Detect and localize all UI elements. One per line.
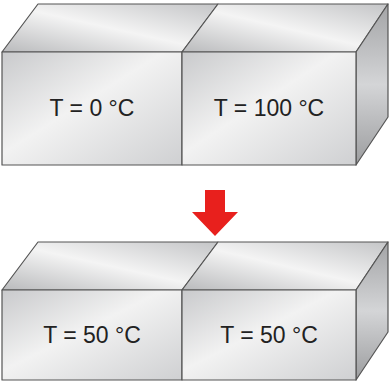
- block-top-face: [182, 4, 388, 52]
- block-front-face: [2, 290, 182, 380]
- block-front-face: [182, 290, 356, 380]
- metal-block: T = 50 °C: [2, 290, 182, 380]
- block-front-face: [182, 52, 356, 165]
- block-top-face: [2, 242, 218, 290]
- process-arrow: [192, 190, 238, 236]
- block-side-face: [356, 4, 388, 165]
- metal-block: T = 100 °C: [182, 52, 356, 165]
- block-top-face: [2, 4, 218, 52]
- temperature-label: T = 0 °C: [50, 95, 135, 122]
- metal-block: T = 0 °C: [2, 52, 182, 165]
- temperature-label: T = 50 °C: [43, 322, 141, 349]
- block-side-face: [356, 242, 388, 380]
- block-top-face: [182, 242, 388, 290]
- temperature-label: T = 100 °C: [214, 95, 324, 122]
- block-front-face: [2, 52, 182, 165]
- temperature-label: T = 50 °C: [220, 322, 318, 349]
- metal-block: T = 50 °C: [182, 290, 356, 380]
